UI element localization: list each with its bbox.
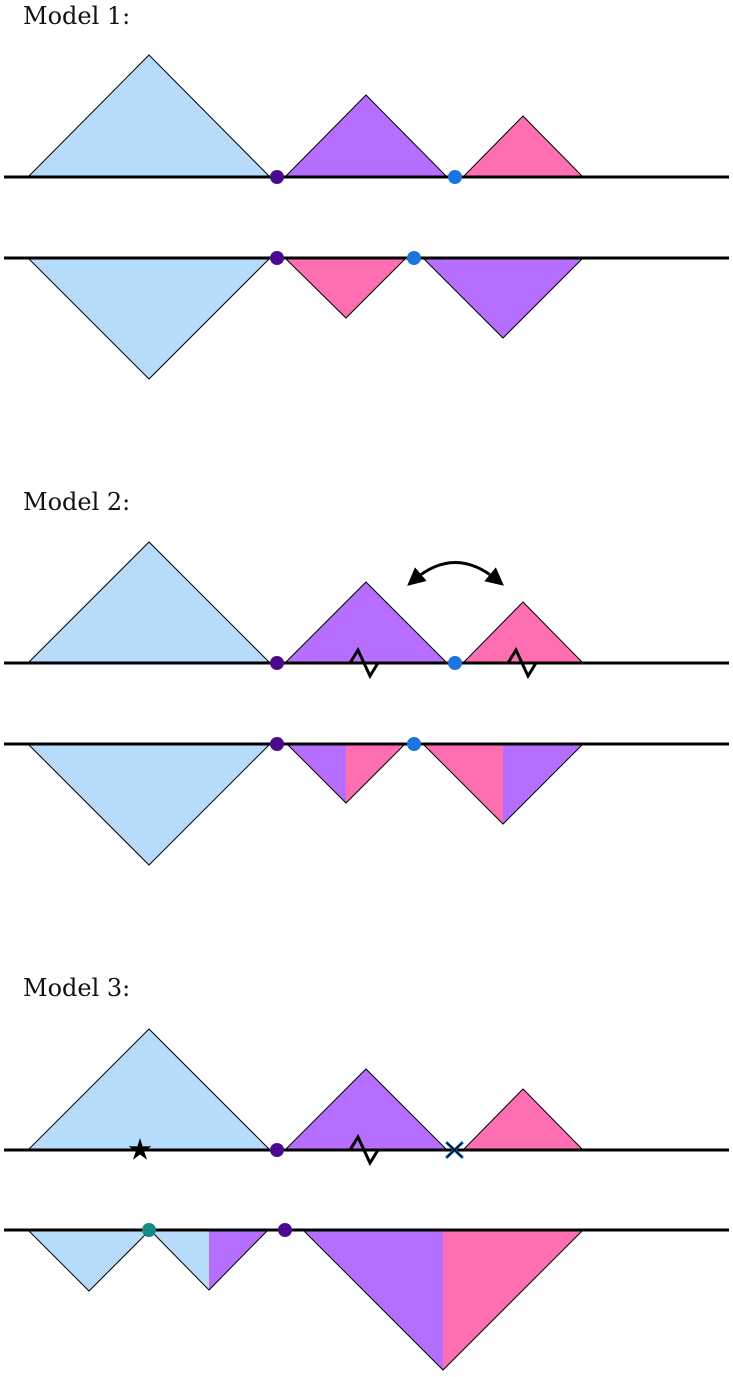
model-2-bottom-row (4, 737, 729, 866)
m1-top-pink-triangle (461, 115, 585, 178)
star-icon (128, 1138, 152, 1160)
m3-bottom-indigo-dot (278, 1223, 292, 1237)
m2-top-indigo-dot (270, 656, 284, 670)
m2-top-big-triangle (26, 541, 272, 664)
m3-bottom-big-outline (302, 1229, 584, 1371)
m2-top-pink-triangle (461, 601, 585, 664)
curved-double-arrow-icon (407, 561, 504, 586)
m2-bottom-indigo-dot (270, 737, 284, 751)
model-3-top-row (4, 1028, 729, 1167)
m3-bottom-left-small-triangle (26, 1229, 152, 1292)
m1-bottom-indigo-dot (270, 251, 284, 265)
m1-bottom-blue-dot (407, 251, 421, 265)
m3-bottom-teal-dot (142, 1223, 156, 1237)
zigzag-icon (506, 646, 538, 680)
m3-top-purple-triangle (283, 1068, 449, 1151)
model-1-label: Model 1: (23, 2, 130, 30)
m1-top-indigo-dot (270, 170, 284, 184)
model-2-top-row (4, 541, 729, 680)
model-2-label: Model 2: (23, 488, 130, 516)
model-3-label: Model 3: (23, 974, 130, 1002)
cross-icon (444, 1140, 465, 1160)
m3-top-big-triangle (26, 1028, 272, 1151)
model-3-bottom-row (4, 1223, 729, 1371)
m1-bottom-big-triangle (26, 257, 272, 380)
m2-bottom-small-outline (286, 743, 406, 804)
m2-bottom-large-outline (422, 743, 584, 825)
m1-bottom-purple-triangle (421, 257, 585, 339)
m2-bottom-big-triangle (26, 743, 272, 866)
m3-top-indigo-dot (270, 1143, 284, 1157)
m1-bottom-pink-triangle (283, 257, 408, 319)
model-1-bottom-row (4, 251, 729, 380)
zigzag-icon (348, 646, 380, 680)
m1-top-big-triangle (26, 54, 272, 178)
m1-top-blue-dot (448, 170, 462, 184)
model-3: Model 3: (4, 974, 729, 1371)
m1-top-purple-triangle (283, 94, 449, 178)
model-2: Model 2: (4, 488, 729, 866)
m3-bottom-mid-outline (149, 1229, 269, 1291)
m3-top-pink-triangle (461, 1088, 585, 1151)
model-1: Model 1: (4, 2, 729, 380)
m2-top-purple-triangle (283, 581, 449, 664)
m2-bottom-blue-dot (407, 737, 421, 751)
zigzag-icon (348, 1133, 380, 1167)
m2-top-blue-dot (448, 656, 462, 670)
model-1-top-row (4, 54, 729, 184)
